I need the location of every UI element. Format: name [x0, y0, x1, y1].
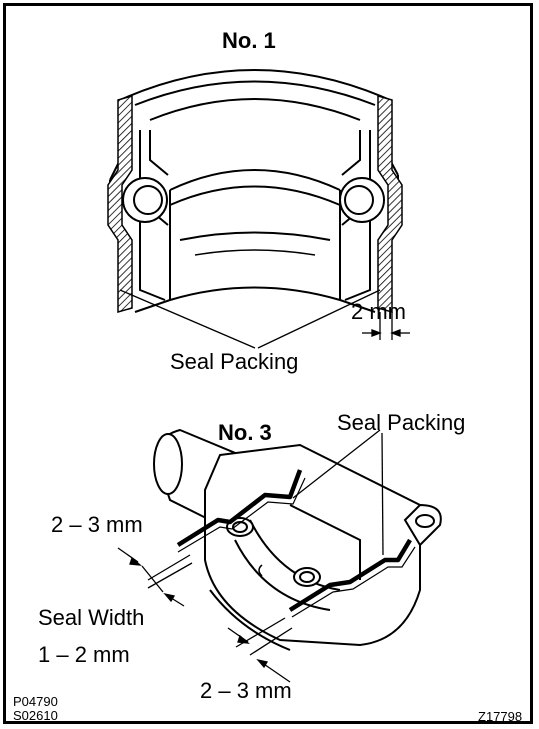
no1-seal-packing-leaders: [119, 289, 381, 349]
dim-2-3mm-upper-label: 2 – 3 mm: [51, 512, 143, 537]
no3-dim-lower: [227, 617, 293, 683]
seal-packing-label-no1: Seal Packing: [170, 349, 299, 374]
no1-seal-packing-left: [107, 95, 133, 313]
no1-bearing-cap: [109, 69, 399, 313]
no3-seal-packing-leaders: [292, 429, 384, 556]
dim-2mm-label: 2 mm: [351, 299, 406, 324]
code-s02610: S02610: [13, 707, 58, 723]
reference-codes-left: P04790 S02610: [13, 695, 58, 722]
dim-2-3mm-lower-label: 2 – 3 mm: [200, 678, 292, 703]
no3-seal-packing-edge: [177, 477, 416, 618]
no3-bearing-cap: [153, 428, 442, 651]
no3-seal-packing-bead: [176, 469, 412, 612]
reference-code-right: Z17798: [478, 709, 523, 724]
no1-dim-2mm: [362, 312, 410, 340]
seal-packing-label-no3: Seal Packing: [337, 410, 466, 435]
code-p04790: P04790: [13, 694, 58, 709]
part-no1-title: No. 1: [222, 28, 276, 53]
seal-width-value: 1 – 2 mm: [38, 642, 130, 667]
seal-width-title: Seal Width: [38, 605, 145, 630]
no3-dim-upper: [117, 547, 193, 607]
part-no3-title: No. 3: [218, 420, 272, 445]
